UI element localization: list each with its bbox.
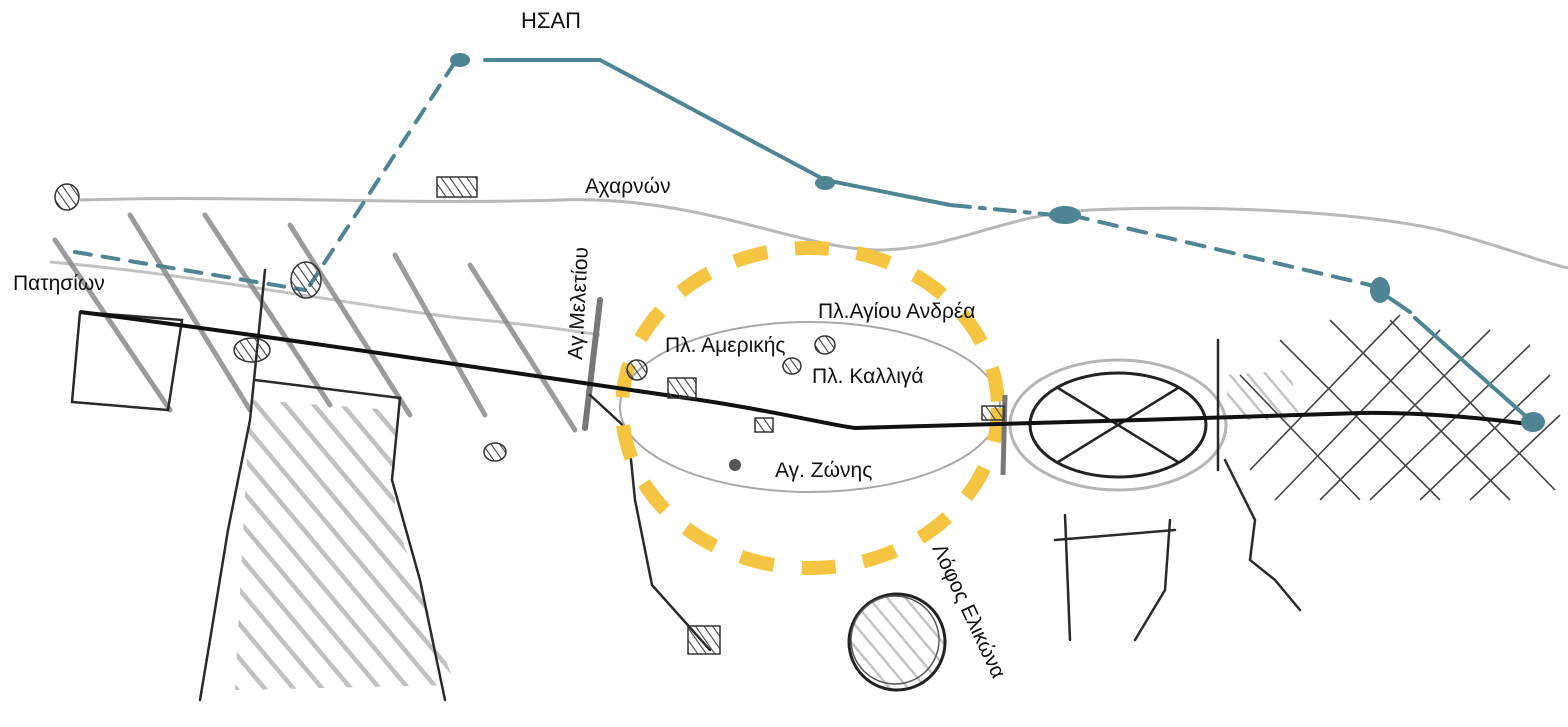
label-pl-kalliga: Πλ. Καλλιγά <box>812 365 924 388</box>
west-blocks <box>70 268 447 702</box>
diagonal-streets <box>52 212 578 433</box>
church-marker-ag-zonis <box>729 459 741 471</box>
study-area-boundary <box>615 241 1005 575</box>
hatched-landmarks <box>54 176 1005 655</box>
metro-stations <box>450 53 1545 432</box>
hatched-zone-southwest <box>235 400 455 690</box>
secondary-street-west <box>49 260 601 337</box>
patision-street-line <box>79 310 1536 431</box>
lofos-elikona-hill-outline <box>850 595 940 685</box>
hatched-zone-east <box>1225 370 1300 420</box>
label-pl-amerikis: Πλ. Αμερικής <box>665 334 786 357</box>
label-metro-line: ΗΣΑΠ <box>521 8 581 33</box>
acharnon-street-line <box>79 197 1568 270</box>
street-south-of-meletiou <box>588 393 712 652</box>
label-pl-agiou-andrea: Πλ.Αγίου Ανδρέα <box>818 300 975 323</box>
label-patision-street: Πατησίων <box>13 272 105 295</box>
lofos-elikona-hill <box>847 592 947 692</box>
east-blocks <box>1053 338 1302 642</box>
roundabout-cross <box>1057 386 1179 464</box>
metro-line-hsap <box>73 58 1532 422</box>
label-acharnon-street: Αχαρνών <box>585 175 671 198</box>
label-ag-zonis: Αγ. Ζώνης <box>775 459 872 482</box>
label-ag-meletiou-street: Αγ.Μελετίου <box>564 246 593 360</box>
ag-meletiou-street-line <box>582 297 603 431</box>
